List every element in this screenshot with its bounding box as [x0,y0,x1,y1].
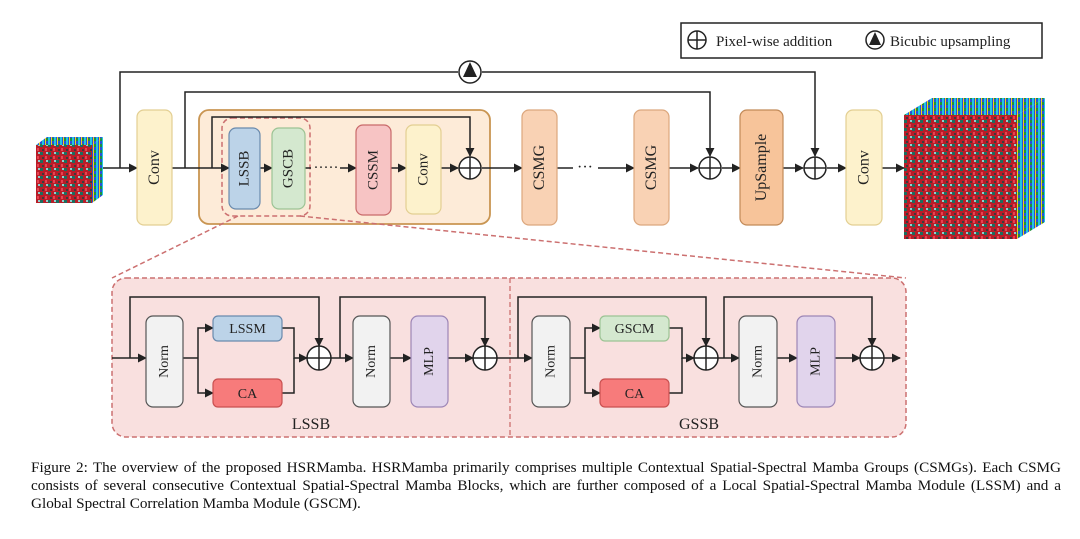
cssm-block: CSSM [355,124,392,216]
bicubic-upsampling-icon [458,60,482,84]
lssb-norm2-block: Norm [352,315,391,408]
lssb-block: LSSB [228,127,261,210]
csmg-1-label: CSMG [531,144,548,190]
zoom-line-left [111,215,239,279]
lssm-block: LSSM [212,315,283,342]
top-connections [103,71,905,173]
input-hsi-cube-icon [36,137,103,203]
csmg-1-block: CSMG [521,109,558,226]
gssb-add1-icon [693,345,719,371]
lssb-ca-block: CA [212,378,283,408]
conv-in-block: Conv [136,109,173,226]
gssb-detail-connections [517,296,901,398]
gssb-panel-label: GSSB [679,416,719,433]
lssb-norm1-label: Norm [157,345,172,378]
gssb-add2-icon [859,345,885,371]
gssb-norm1-block: Norm [531,315,571,408]
lssb-mlp-label: MLP [422,347,437,376]
gssb-mlp-block: MLP [796,315,836,408]
upsample-label: UpSample [753,134,770,202]
lssm-label: LSSM [229,322,266,337]
gssb-ca-block: CA [599,378,670,408]
lssb-label: LSSB [237,151,253,187]
gscm-block: GSCM [599,315,670,342]
cssm-label: CSSM [366,150,382,190]
lssb-mlp-block: MLP [410,315,449,408]
legend-addition-label: Pixel-wise addition [716,34,833,50]
conv-in-label: Conv [146,150,163,185]
addition-symbol-icon [687,30,707,50]
gssb-norm1-label: Norm [544,345,559,378]
upsample-block: UpSample [739,109,784,226]
mid-ellipsis: ··· [577,159,593,176]
lssb-panel-label: LSSB [292,416,330,433]
legend: Pixel-wise addition Bicubic upsampling [680,22,1043,59]
conv-group-block: Conv [405,124,442,215]
gscb-block: GSCB [271,127,306,210]
lssb-norm1-block: Norm [145,315,184,408]
upsampling-symbol-icon [865,30,885,50]
gssb-ca-label: CA [625,387,645,402]
csmg-n-block: CSMG [633,109,670,226]
gscb-label: GSCB [281,149,297,188]
conv-out-block: Conv [845,109,883,226]
inner-ellipsis: ····· [314,160,339,176]
architecture-diagram: Pixel-wise addition Bicubic upsampling [36,22,1045,438]
gssb-norm2-label: Norm [751,345,766,378]
output-hsi-cube-icon [904,98,1045,239]
add-symbol-pre-upsample-icon [698,156,722,180]
csmg-n-label: CSMG [643,144,660,190]
conv-out-label: Conv [856,150,873,185]
conv-group-label: Conv [416,153,432,186]
add-symbol-group-icon [458,156,482,180]
zoom-line-right [299,215,907,279]
lssb-add1-icon [306,345,332,371]
lssb-norm2-label: Norm [364,345,379,378]
gssb-norm2-block: Norm [738,315,778,408]
legend-upsampling-label: Bicubic upsampling [890,34,1011,50]
figure-caption: Figure 2: The overview of the proposed H… [31,459,1061,512]
gssb-mlp-label: MLP [809,347,824,376]
lssb-detail-connections [112,296,533,398]
add-symbol-post-upsample-icon [803,156,827,180]
lssb-add2-icon [472,345,498,371]
gscm-label: GSCM [615,322,655,337]
lssb-ca-label: CA [238,387,258,402]
